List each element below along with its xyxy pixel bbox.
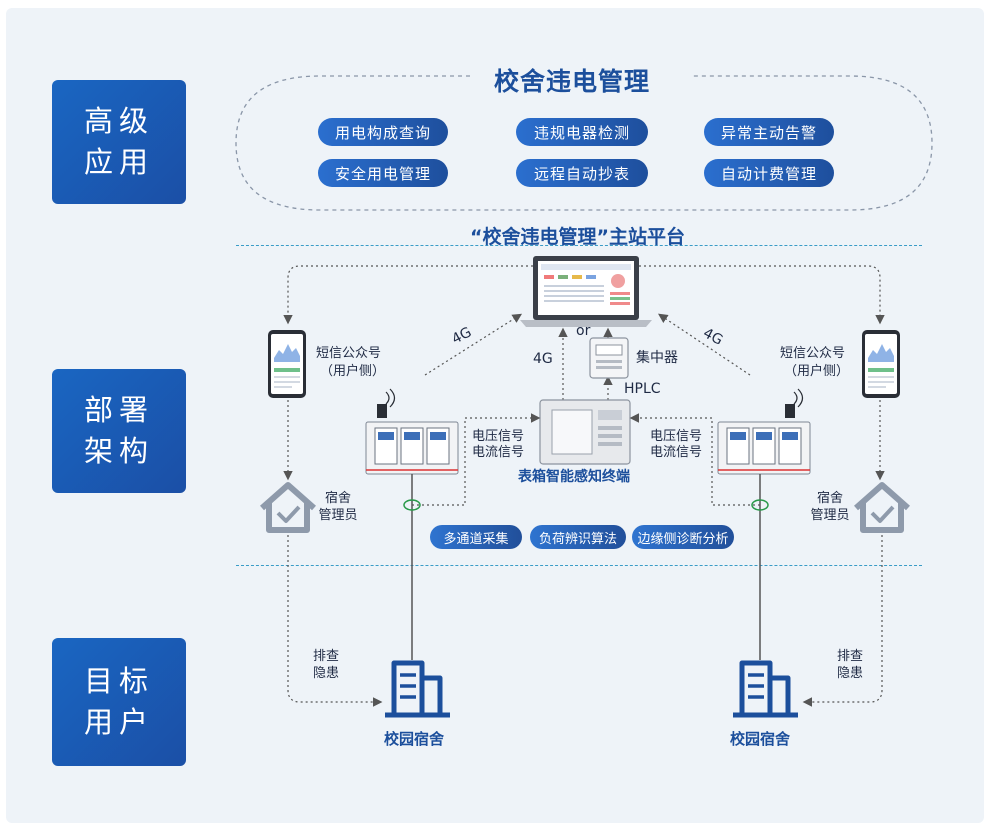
divider-bottom [236,565,922,566]
layer-target-users: 目标 用户 [52,638,186,766]
phone-left-icon [268,330,306,398]
capability-pill: 负荷辨识算法 [530,525,626,549]
terminal-label: 表箱智能感知终端 [518,469,630,485]
right-phone-sub: （用户侧） [784,364,850,379]
left-phone-label: 短信公众号 [316,346,382,361]
terminal-device-icon [539,399,631,465]
signal-left-current: 电流信号 [472,445,525,460]
divider-top [236,245,922,246]
check-right-1: 排查 [836,649,863,664]
right-phone-label: 短信公众号 [780,346,846,361]
building-right-icon [733,660,798,718]
top-title: 校舍违电管理 [494,67,651,96]
signal-right-current: 电流信号 [650,445,703,460]
dorm-left-label: 校园宿舍 [384,730,445,748]
meter-box-right-icon [717,388,811,475]
layer-advanced-application: 高级 应用 [52,80,186,204]
feature-pill: 安全用电管理 [318,159,448,187]
feature-pill: 违规电器检测 [516,118,648,146]
concentrator-icon [589,337,629,379]
feature-pill: 自动计费管理 [704,159,834,187]
feature-pill: 异常主动告警 [704,118,834,146]
left-phone-sub: （用户侧） [320,364,386,379]
house-right-icon [854,482,910,533]
dorm-right-label: 校园宿舍 [730,730,791,748]
layer-target-label: 目标 用户 [83,664,154,739]
layer-deploy-label: 部署 架构 [83,393,154,468]
feature-pill: 用电构成查询 [318,118,448,146]
signal-left-voltage: 电压信号 [472,429,525,444]
manager-left-1: 宿舍 [324,491,351,506]
hplc-label: HPLC [624,381,661,397]
check-right-2: 隐患 [836,666,863,681]
feature-pill: 远程自动抄表 [516,159,648,187]
check-left-1: 排查 [312,649,339,664]
top-dashed-frame [235,75,933,211]
concentrator-label: 集中器 [636,350,678,366]
signal-right-voltage: 电压信号 [650,429,703,444]
or-label: or [576,323,591,339]
building-left-icon [385,660,450,718]
manager-left-2: 管理员 [318,508,358,523]
meter-box-left-icon [365,388,459,475]
layer-advanced-label: 高级 应用 [83,104,154,179]
manager-right-2: 管理员 [810,508,850,523]
platform-title: “校舍违电管理”主站平台 [470,226,685,248]
link-4g-center: 4G [533,351,553,367]
capability-pill: 多通道采集 [430,525,522,549]
manager-right-1: 宿舍 [816,491,843,506]
check-left-2: 隐患 [312,666,339,681]
laptop-icon [520,256,652,327]
house-left-icon [260,482,316,533]
capability-pill: 边缘侧诊断分析 [632,525,734,549]
layer-deployment-architecture: 部署 架构 [52,369,186,493]
phone-right-icon [862,330,900,398]
